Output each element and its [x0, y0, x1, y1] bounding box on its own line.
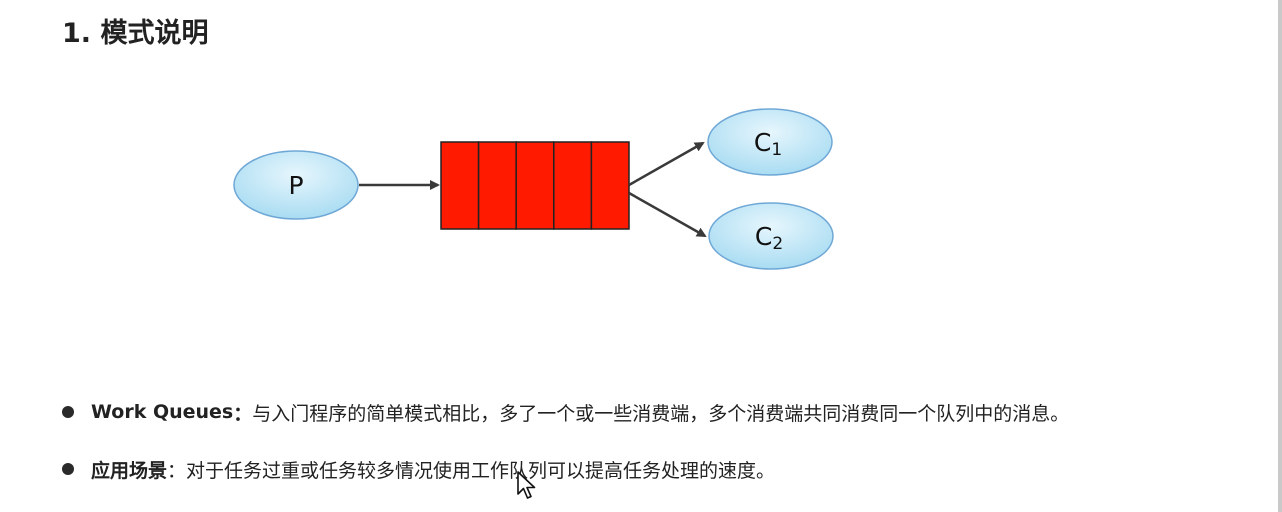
- message-queue: [440, 141, 630, 230]
- bullet-term: Work Queues: [91, 401, 234, 423]
- consumer-2-subscript: 2: [772, 234, 783, 254]
- queue-cell: [440, 141, 480, 230]
- bullet-term: 应用场景: [91, 459, 168, 482]
- queue-cell: [590, 141, 630, 230]
- right-edge-divider: [1278, 0, 1282, 512]
- bullet-text: 对于任务过重或任务较多情况使用工作队列可以提高任务处理的速度。: [186, 459, 776, 482]
- producer-node: P: [233, 150, 359, 220]
- consumer-node-2: C2: [708, 202, 834, 270]
- queue-cell: [553, 141, 593, 230]
- consumer-1-letter: C: [754, 128, 771, 157]
- bullet-use-case: 应用场景 ： 对于任务过重或任务较多情况使用工作队列可以提高任务处理的速度。: [62, 455, 775, 483]
- producer-ellipse: [233, 150, 359, 220]
- mouse-pointer-icon: [517, 471, 536, 499]
- consumer-1-label: C1: [754, 128, 782, 160]
- consumer-2-label: C2: [755, 222, 783, 254]
- bullet-separator: ：: [167, 459, 187, 482]
- consumer-2-ellipse: [708, 202, 834, 270]
- queue-cell: [477, 141, 517, 230]
- queue-cell: [515, 141, 555, 230]
- producer-label: P: [288, 171, 303, 200]
- bullet-text: 与入门程序的简单模式相比，多了一个或一些消费端，多个消费端共同消费同一个队列中的…: [252, 402, 1070, 425]
- consumer-node-1: C1: [707, 108, 833, 176]
- arrow-queue-to-c1: [628, 141, 705, 187]
- arrow-queue-to-c2: [628, 191, 707, 238]
- bullet-separator: ：: [233, 402, 253, 425]
- bullet-dot-icon: [62, 406, 74, 418]
- consumer-1-subscript: 1: [771, 140, 782, 160]
- bullet-dot-icon: [62, 463, 74, 475]
- consumer-1-ellipse: [707, 108, 833, 176]
- page-title: 1. 模式说明: [62, 18, 209, 49]
- bullet-work-queues: Work Queues ： 与入门程序的简单模式相比，多了一个或一些消费端，多个…: [62, 398, 1069, 426]
- consumer-2-letter: C: [755, 222, 772, 251]
